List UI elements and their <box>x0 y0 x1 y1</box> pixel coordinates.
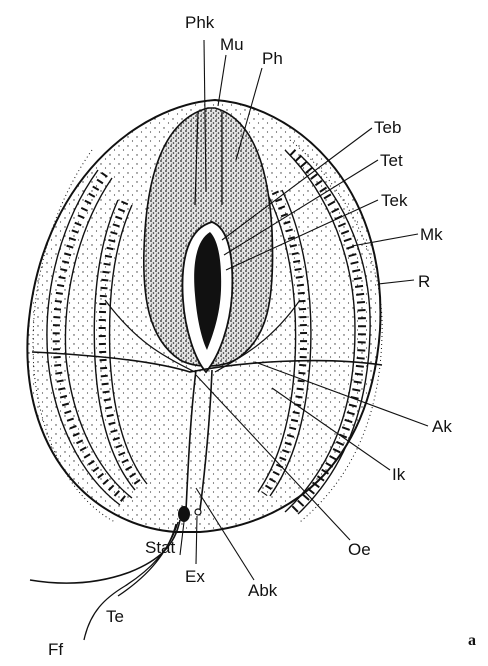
label-mu: Mu <box>220 35 244 54</box>
label-abk: Abk <box>248 581 278 600</box>
label-phk: Phk <box>185 13 215 32</box>
label-tet: Tet <box>380 151 403 170</box>
label-ik: Ik <box>392 465 406 484</box>
label-stat: Stat <box>145 538 176 557</box>
label-ph: Ph <box>262 49 283 68</box>
label-oe: Oe <box>348 540 371 559</box>
excretory-pore <box>195 509 201 515</box>
label-r: R <box>418 272 430 291</box>
label-mk: Mk <box>420 225 443 244</box>
label-ak: Ak <box>432 417 452 436</box>
panel-letter: a <box>468 632 476 649</box>
label-tek: Tek <box>381 191 408 210</box>
label-te: Te <box>106 607 124 626</box>
statocyst <box>178 506 190 522</box>
label-teb: Teb <box>374 118 401 137</box>
label-ff: Ff <box>48 640 63 659</box>
label-ex: Ex <box>185 567 205 586</box>
